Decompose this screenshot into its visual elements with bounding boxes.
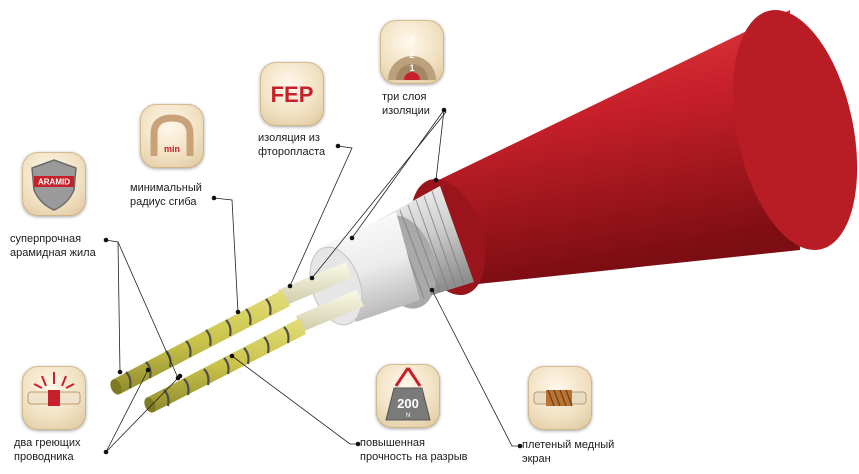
three-layers-badge: 3 2 1 [380, 20, 444, 84]
heating-wire-icon [27, 372, 81, 406]
copper-screen-icon [533, 389, 587, 407]
aramid-badge-text: ARAMID [38, 178, 70, 187]
weight-icon: 200 N [385, 367, 431, 421]
fep-icon: FEP [271, 82, 314, 107]
weight-unit-text: N [406, 413, 410, 419]
heating-wires-badge [22, 366, 86, 430]
bend-radius-icon: min [150, 114, 194, 156]
conductor-lower [144, 290, 364, 413]
min-badge-text: min [164, 144, 180, 154]
label-three-layers: три слоя изоляции [382, 91, 430, 117]
fep-badge-text: FEP [271, 82, 314, 107]
layer-2-text: 2 [409, 50, 414, 60]
label-fep: изоляция из фторопласта [258, 132, 326, 158]
layer-1-text: 1 [409, 63, 414, 73]
aramid-shield-icon: ARAMID [31, 159, 77, 211]
tensile-badge: 200 N [376, 364, 440, 428]
label-heating-wires: два греющих проводника [14, 437, 81, 463]
layer-3-text: 3 [409, 34, 414, 44]
leader-lines [105, 109, 520, 453]
fep-badge: FEP [260, 62, 324, 126]
weight-value-text: 200 [397, 396, 419, 411]
copper-screen-badge [528, 366, 592, 430]
leader-dots [103, 107, 523, 455]
label-tensile: повышенная прочность на разрыв [360, 437, 468, 463]
outer-jacket [410, 10, 858, 296]
label-bend-radius: минимальный радиус сгиба [130, 182, 202, 208]
label-copper-screen: плетеный медный экран [522, 439, 615, 465]
aramid-badge: ARAMID [22, 152, 86, 216]
bend-radius-badge: min [140, 104, 204, 168]
layers-icon: 3 2 1 [388, 34, 436, 80]
label-aramid: суперпрочная арамидная жила [10, 233, 96, 259]
